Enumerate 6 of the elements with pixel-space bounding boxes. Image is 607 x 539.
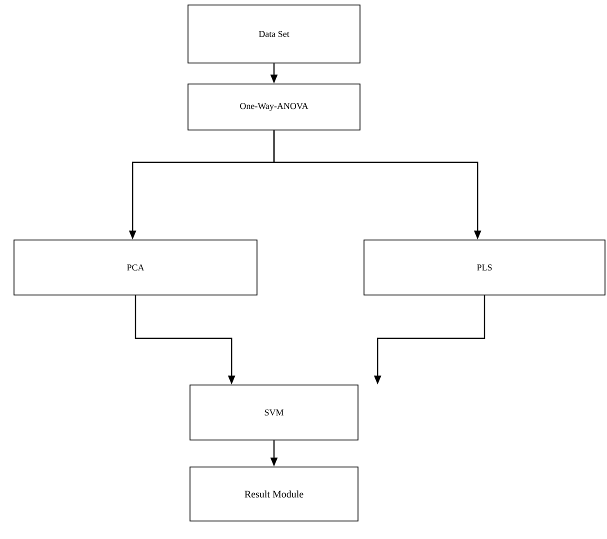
process-box: SVM [190,384,358,440]
process-box: PCA [14,240,258,296]
process-box: One-Way-ANOVA [188,84,360,130]
process-box: PLS [364,240,606,296]
process-box: Data Set [188,4,360,64]
process-box: Result Module [190,466,358,522]
